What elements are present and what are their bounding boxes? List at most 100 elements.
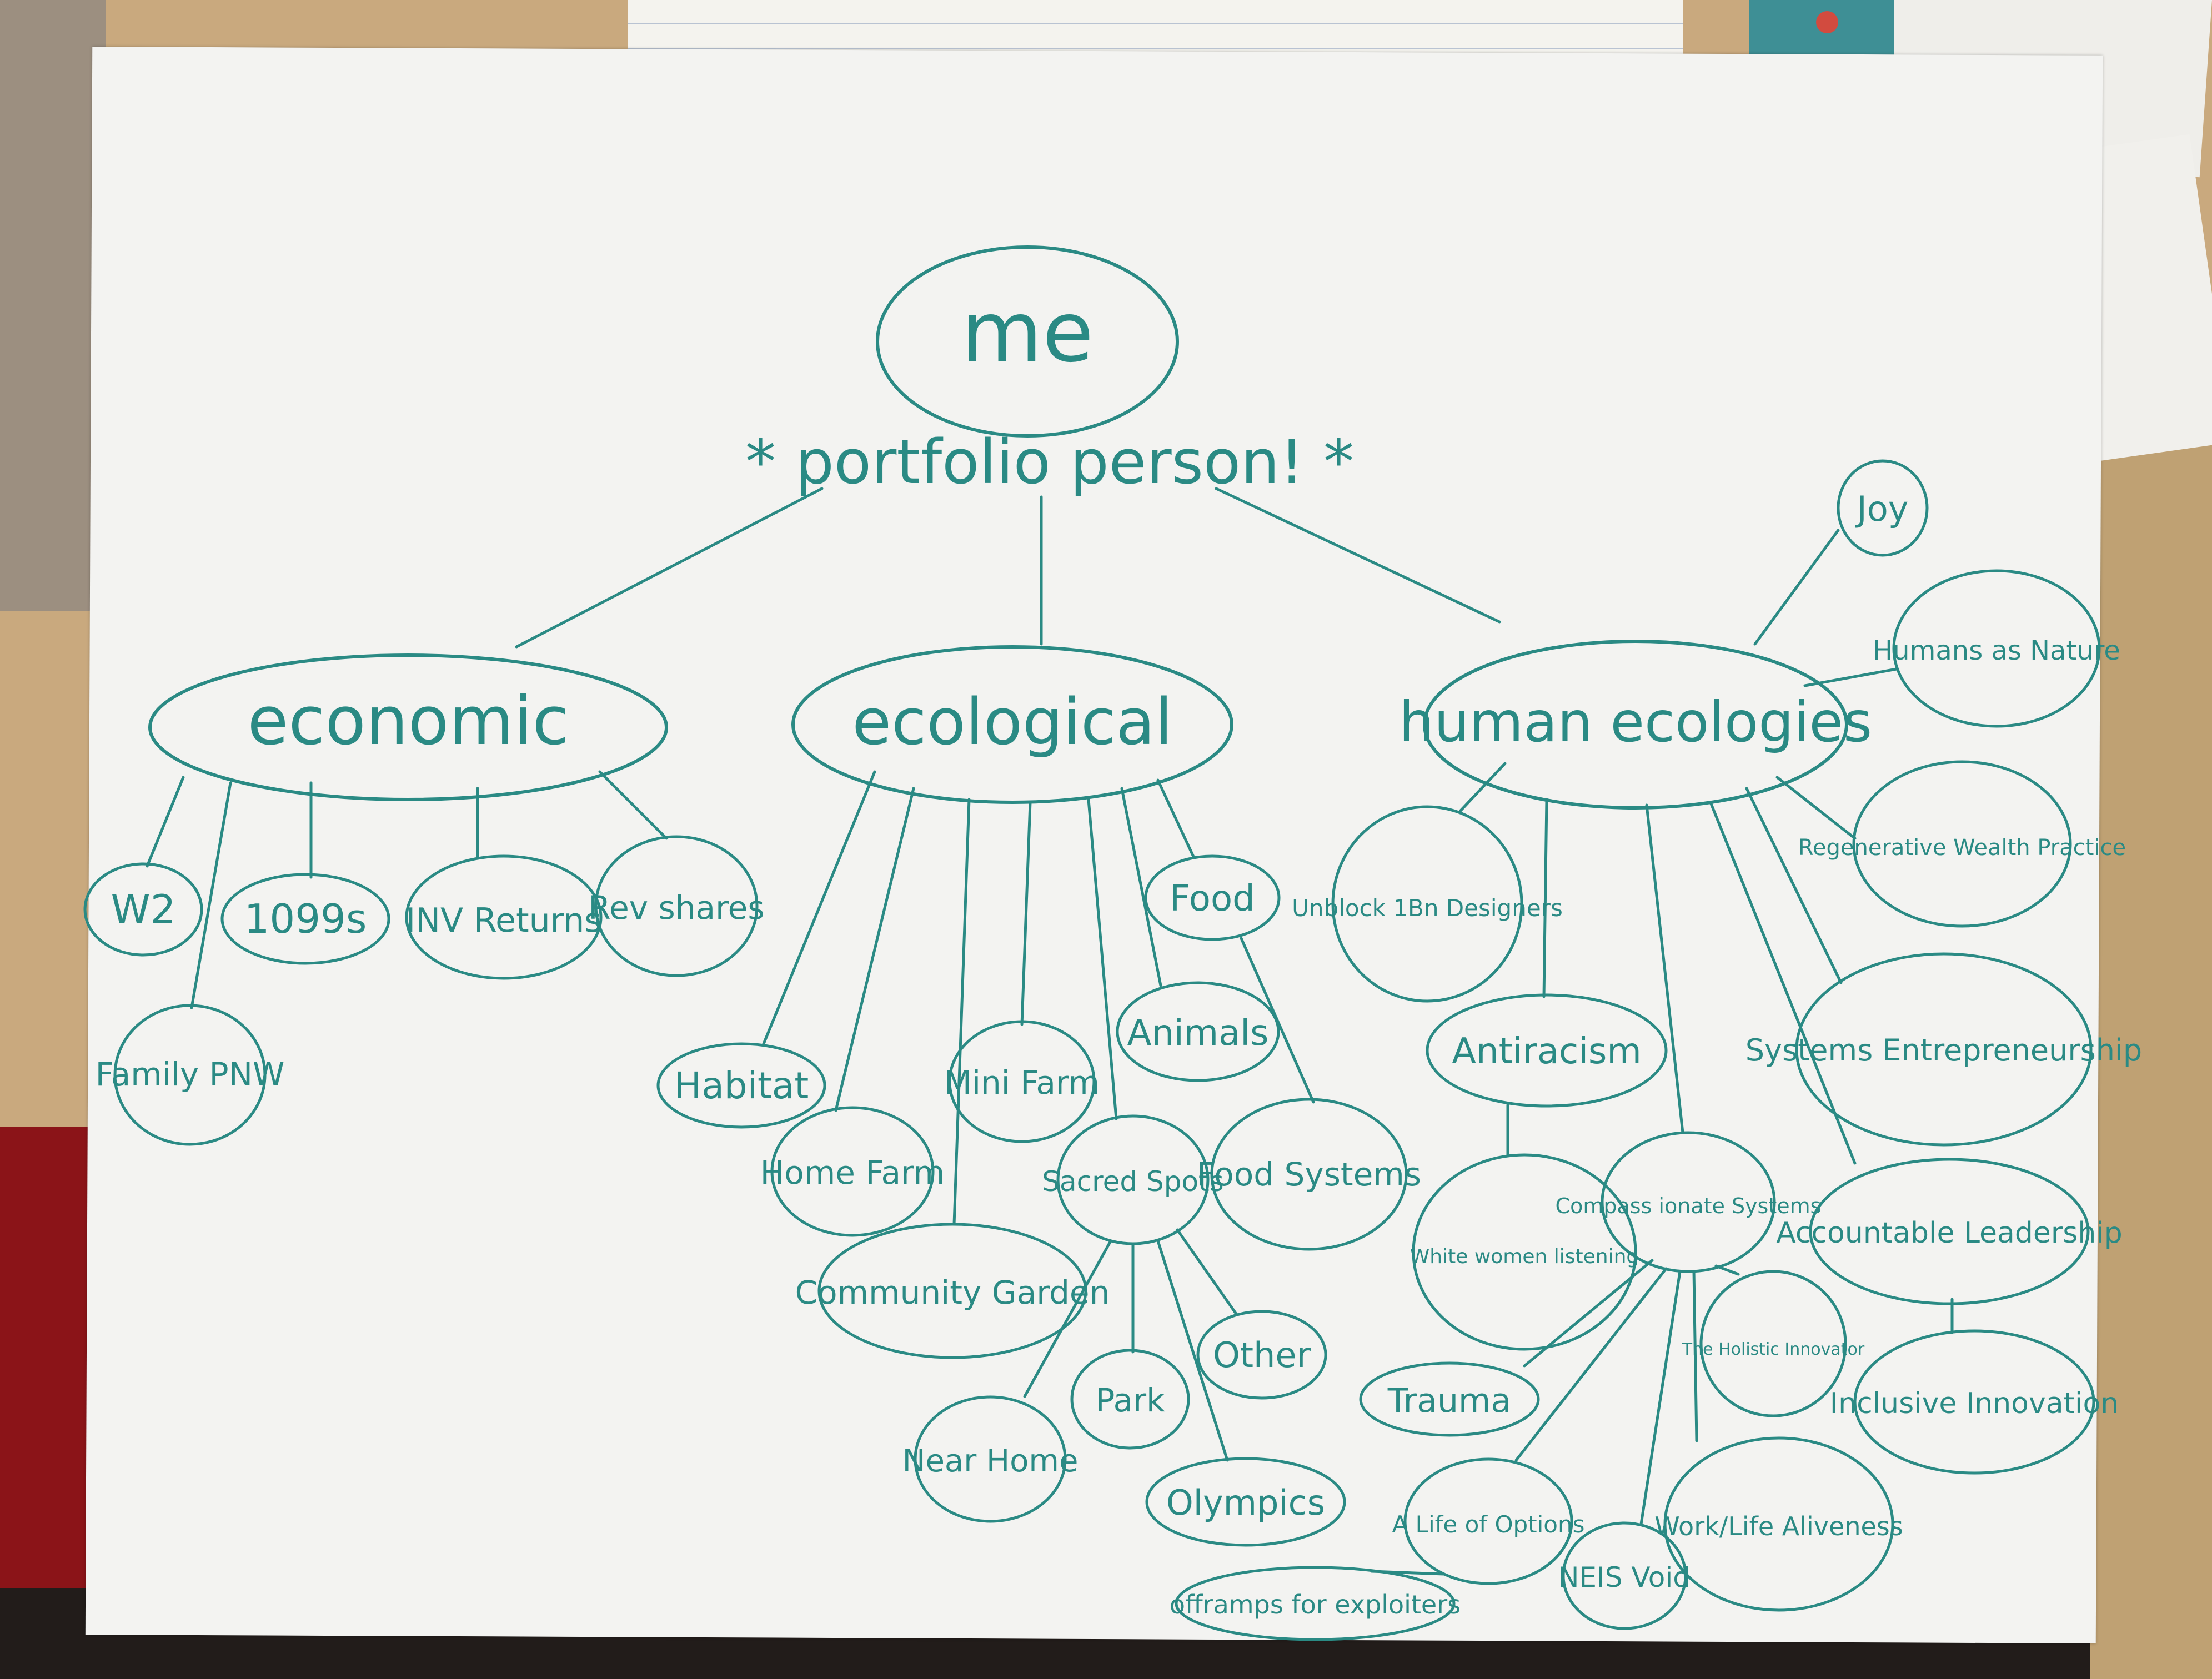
root-node: me	[876, 245, 1179, 438]
connector-line	[1087, 798, 1118, 1120]
svg-text:Compass ionate Systems: Compass ionate Systems	[1556, 1194, 1822, 1218]
connector-line	[1692, 1270, 1698, 1442]
connector-line	[515, 487, 824, 649]
node-accountable-leadership: Accountable Leadership	[1776, 1158, 2123, 1305]
svg-text:Family PNW: Family PNW	[96, 1055, 285, 1093]
node-community-garden: Community Garden	[795, 1223, 1110, 1359]
node-1099s: 1099s	[220, 873, 390, 965]
svg-text:Trauma: Trauma	[1387, 1381, 1512, 1420]
connector-line	[1459, 762, 1507, 812]
svg-text:Rev shares: Rev shares	[588, 889, 764, 927]
node-white-women-listening: White women listening	[1410, 1153, 1639, 1351]
subtitle: * portfolio person! *	[745, 426, 1354, 497]
svg-text:Park: Park	[1095, 1381, 1165, 1419]
node-near-home: Near Home	[902, 1395, 1079, 1523]
svg-text:Antiracism: Antiracism	[1452, 1031, 1641, 1072]
svg-text:A Life of Options: A Life of Options	[1392, 1511, 1584, 1538]
node-food-systems: Food Systems	[1197, 1098, 1421, 1251]
node-olympics: Olympics	[1145, 1457, 1346, 1547]
svg-text:W2: W2	[111, 886, 176, 933]
connector-line	[762, 770, 876, 1045]
connector-line	[952, 798, 971, 1226]
connector-line	[1775, 776, 1857, 840]
connector-line	[1023, 1239, 1112, 1398]
node-offramps: offramps for exploiters	[1170, 1566, 1461, 1641]
connector-line	[146, 776, 185, 868]
svg-text:Other: Other	[1213, 1335, 1311, 1375]
svg-text:Community Garden: Community Garden	[795, 1274, 1110, 1311]
node-rev-shares: Rev shares	[588, 835, 765, 977]
node-life-of-options: A Life of Options	[1392, 1457, 1585, 1585]
svg-text:Inclusive Innovation: Inclusive Innovation	[1830, 1387, 2119, 1420]
node-w2: W2	[83, 862, 203, 957]
connector-line	[1156, 1239, 1229, 1462]
connector-line	[834, 787, 915, 1112]
node-inclusive-innovation: Inclusive Innovation	[1830, 1329, 2119, 1475]
node-inv-returns: INV Returns	[405, 854, 603, 980]
connector-line	[1542, 798, 1548, 998]
connector-line	[1753, 529, 1840, 646]
node-animals: Animals	[1116, 981, 1280, 1082]
svg-text:Mini Farm: Mini Farm	[944, 1064, 1100, 1102]
svg-text:Food Systems: Food Systems	[1197, 1155, 1421, 1193]
connector-line	[598, 770, 668, 840]
node-joy: Joy	[1837, 459, 1929, 557]
connector-line	[1745, 787, 1843, 984]
connector-line	[1514, 1267, 1668, 1462]
node-family-pnw: Family PNW	[96, 1004, 285, 1146]
branch-ecological: ecological	[791, 645, 1233, 804]
svg-text:Regenerative Wealth Practice: Regenerative Wealth Practice	[1798, 835, 2126, 861]
node-neis-void: NEIS Void	[1558, 1521, 1691, 1630]
svg-text:Food: Food	[1170, 878, 1255, 919]
node-home-farm: Home Farm	[760, 1106, 945, 1237]
svg-text:1099s: 1099s	[244, 896, 367, 942]
node-trauma: Trauma	[1359, 1361, 1540, 1437]
node-humans-as-nature: Humans as Nature	[1873, 569, 2120, 728]
connector-line	[1020, 801, 1032, 1026]
svg-text:INV Returns: INV Returns	[405, 901, 601, 940]
connector-line	[1639, 1270, 1682, 1526]
svg-text:Systems Entrepreneurship: Systems Entrepreneurship	[1745, 1033, 2142, 1068]
branch-label-human-ecologies: human ecologies	[1399, 690, 1872, 755]
patterned-card	[1749, 0, 1894, 61]
svg-text:Accountable Leadership: Accountable Leadership	[1776, 1216, 2123, 1250]
connector-line	[190, 781, 232, 1009]
node-mini-farm: Mini Farm	[944, 1020, 1100, 1143]
svg-text:The Holistic Innovator: The Holistic Innovator	[1682, 1340, 1865, 1359]
node-systems-entrepreneurship: Systems Entrepreneurship	[1745, 952, 2142, 1147]
branch-economic: economic	[148, 653, 668, 801]
svg-text:Animals: Animals	[1127, 1013, 1269, 1054]
connector-line	[1156, 778, 1196, 859]
connector-lines	[146, 487, 1954, 1576]
connector-line	[1709, 801, 1857, 1165]
node-food: Food	[1144, 854, 1281, 941]
branch-label-economic: economic	[248, 683, 569, 760]
node-antiracism: Antiracism	[1426, 993, 1668, 1108]
node-park: Park	[1070, 1349, 1190, 1450]
node-compassionate-systems: Compass ionate Systems	[1556, 1131, 1822, 1273]
svg-text:offramps for exploiters: offramps for exploiters	[1170, 1590, 1461, 1620]
connector-line	[1120, 787, 1162, 987]
svg-text:Unblock 1Bn Designers: Unblock 1Bn Designers	[1292, 894, 1563, 922]
connector-line	[1215, 487, 1501, 624]
node-work-life-aliveness: Work/Life Aliveness	[1654, 1436, 1903, 1612]
root-label: me	[961, 284, 1094, 381]
desk-surface	[0, 0, 106, 611]
svg-text:Joy: Joy	[1855, 489, 1909, 529]
svg-text:Home Farm: Home Farm	[760, 1154, 945, 1192]
node-holistic-innovator: The Holistic Innovator	[1682, 1270, 1865, 1417]
connector-line	[1176, 1228, 1237, 1315]
node-habitat: Habitat	[656, 1042, 826, 1129]
svg-text:Sacred Spots: Sacred Spots	[1042, 1165, 1223, 1198]
branch-label-ecological: ecological	[852, 685, 1172, 760]
svg-text:Near Home: Near Home	[902, 1443, 1079, 1479]
connector-line	[1645, 803, 1684, 1134]
svg-text:NEIS Void: NEIS Void	[1558, 1561, 1691, 1593]
svg-text:Olympics: Olympics	[1166, 1482, 1325, 1523]
branch-human-ecologies: human ecologies	[1399, 640, 1872, 810]
svg-text:Habitat: Habitat	[674, 1064, 809, 1107]
svg-text:White women listening: White women listening	[1410, 1245, 1639, 1268]
node-sacred-spots: Sacred Spots	[1042, 1114, 1224, 1245]
wood-desk	[2090, 333, 2212, 1679]
svg-text:Work/Life Aliveness: Work/Life Aliveness	[1654, 1511, 1903, 1541]
